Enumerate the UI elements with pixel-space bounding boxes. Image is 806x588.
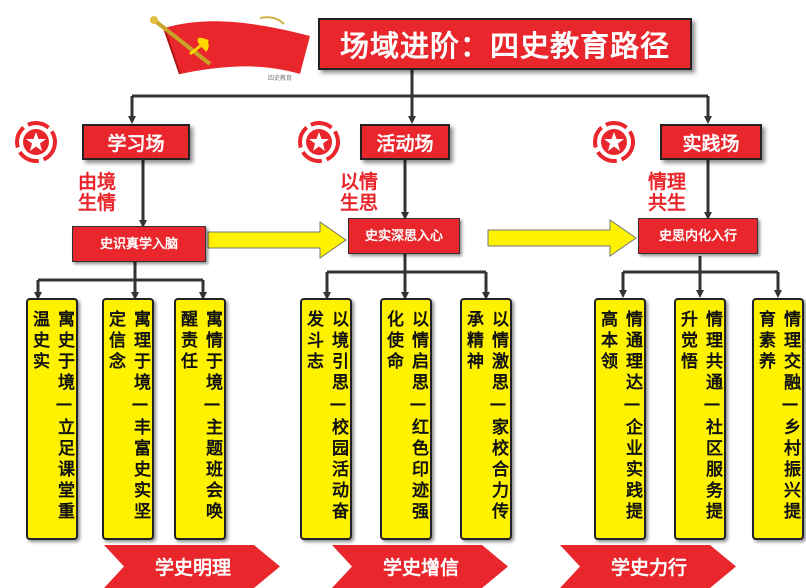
star-emblem-icon [298,121,340,163]
banner-arrow-shape [560,545,736,588]
star-emblem-icon [15,121,57,163]
leaf-box: 寓理于境—丰富史实坚定信念 [102,298,154,540]
leaf-box: 以情激思—家校合力传承精神 [460,298,512,540]
stage-label-3: 情理 共生 [648,171,687,214]
banner-arrow-shape [332,545,508,588]
leaf-box: 寓情于境—主题班会唤醒责任 [174,298,226,540]
yellow-arrow-1 [207,221,347,259]
party-flag-icon [150,16,310,75]
yellow-arrow-2 [487,219,637,257]
leaf-box: 以境引思—校园活动奋发斗志 [300,298,352,540]
banner-label-1: 学史明理 [154,557,231,579]
leaf-box: 寓史于境—立足课堂重温史实 [26,298,78,540]
sub-box-3: 史思内化入行 [638,218,758,254]
field-practice: 实践场 [660,124,762,160]
sub-box-1: 史识真学入脑 [72,226,206,262]
leaf-box: 以情启思—红色印迹强化使命 [380,298,432,540]
leaf-box: 情理共通—社区服务提升觉悟 [674,298,726,540]
banner-label-2: 学史增信 [382,557,459,579]
leaf-box: 情通理达—企业实践提高本领 [594,298,646,540]
star-emblem-icon [593,121,635,163]
stage-label-1: 由境 生情 [78,171,117,214]
field-learning: 学习场 [82,124,190,160]
stage-label-2: 以情 生思 [340,171,379,214]
diagram-title: 场域进阶：四史教育路径 [318,18,692,70]
field-activity: 活动场 [360,124,450,160]
sub-box-2: 史实深思入心 [348,218,460,254]
banner-label-3: 学史力行 [610,557,687,579]
banner-arrow-shape [104,545,280,588]
leaf-box: 情理交融—乡村振兴提育素养 [752,298,804,540]
flag-caption: 四史教育 [268,75,293,82]
